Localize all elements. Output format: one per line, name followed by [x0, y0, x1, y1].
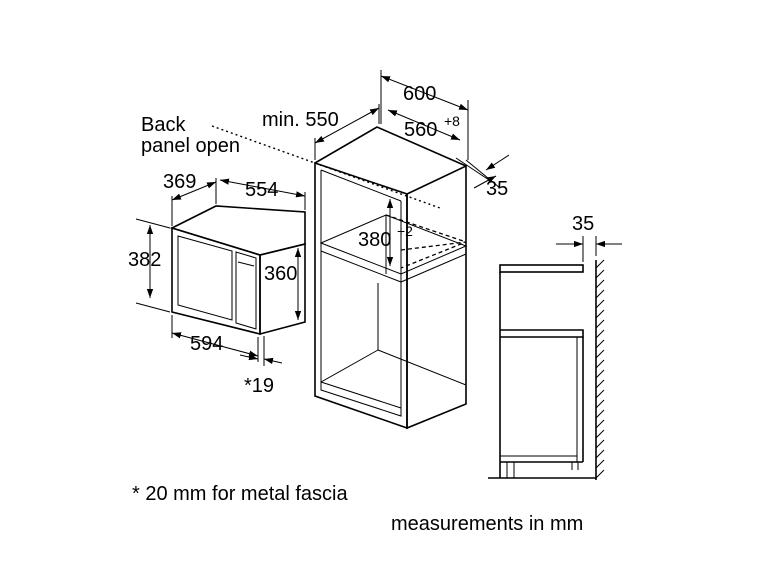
fascia-19-label: *19	[244, 375, 274, 397]
width-560-tolerance: +8	[444, 113, 460, 129]
fascia-note: * 20 mm for metal fascia	[132, 483, 349, 505]
height-360-label: 360	[264, 263, 297, 285]
width-594-label: 594	[190, 333, 223, 355]
side-section-view: 35	[488, 213, 622, 480]
width-560-label: 560	[404, 119, 437, 141]
microwave-dimensions: 369 554 382 360 594 *19	[128, 171, 306, 397]
height-380-tolerance: +2	[397, 223, 413, 239]
microwave-appliance	[169, 205, 306, 336]
depth-369-label: 369	[163, 171, 196, 193]
cabinet-dimensions: min. 550 600 560 +8 35 380 +2	[262, 70, 510, 266]
back-panel-label-line1: Back	[141, 114, 186, 136]
depth-35-label: 35	[486, 178, 508, 200]
back-panel-dotted-line	[211, 125, 441, 209]
min-550-label: min. 550	[262, 109, 339, 131]
units-note: measurements in mm	[391, 513, 583, 535]
height-382-label: 382	[128, 249, 161, 271]
width-600-label: 600	[403, 83, 436, 105]
back-panel-label-line2: panel open	[141, 135, 240, 157]
side-gap-35-label: 35	[572, 213, 594, 235]
width-554-label: 554	[245, 179, 278, 201]
tall-cabinet	[314, 126, 468, 430]
wall-hatching	[595, 259, 605, 479]
height-380-label: 380	[358, 229, 391, 251]
